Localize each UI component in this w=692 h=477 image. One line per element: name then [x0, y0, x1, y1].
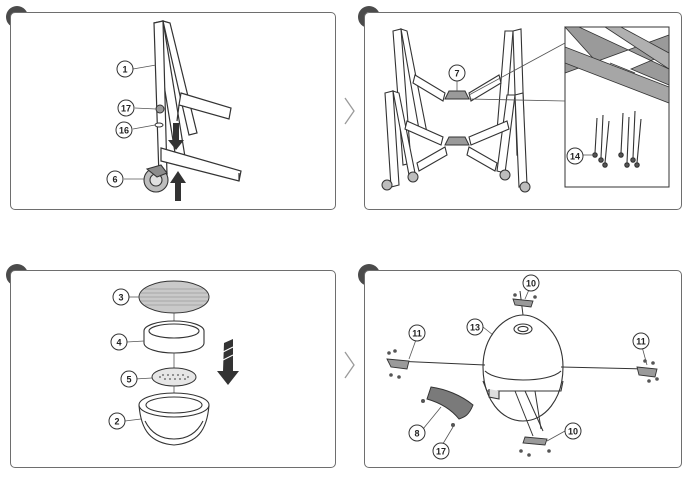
fire-ring	[143, 320, 205, 354]
leg-frame	[153, 20, 242, 182]
callout-17: 17	[117, 99, 135, 117]
svg-text:6: 6	[112, 175, 117, 185]
grill-hardware-drawing: 10 13 11 11 8 17 10	[386, 274, 659, 460]
callout-11-right: 11	[632, 332, 650, 350]
stand-leg-drawing: 1 17 16 6	[106, 20, 242, 201]
svg-text:11: 11	[636, 337, 646, 347]
svg-text:11: 11	[412, 329, 422, 339]
handle	[426, 386, 474, 420]
stand-frames	[384, 28, 528, 188]
svg-text:4: 4	[116, 338, 121, 348]
svg-text:3: 3	[118, 293, 123, 303]
step-1-panel: 1 17 16 6	[10, 12, 336, 210]
svg-text:8: 8	[414, 429, 419, 439]
chevron-right-icon	[344, 351, 355, 379]
hinge-brackets	[386, 298, 658, 446]
arrow-up-icon	[170, 171, 186, 201]
charcoal-grate	[151, 367, 197, 387]
svg-text:16: 16	[119, 126, 129, 136]
bracket-detail-inset	[468, 26, 670, 188]
firebox	[138, 392, 210, 446]
step-3-panel: 3 4 5 2	[10, 270, 336, 468]
callout-3: 3	[112, 288, 130, 306]
bolts	[592, 110, 642, 168]
step-2-panel: 7 14	[364, 12, 682, 210]
callout-4: 4	[110, 333, 128, 351]
caster-wheel	[143, 164, 169, 193]
svg-text:10: 10	[526, 279, 536, 289]
callout-14: 14	[566, 147, 584, 165]
stand-assembly-drawing: 7 14	[381, 26, 670, 193]
callout-13: 13	[466, 318, 484, 336]
svg-text:13: 13	[470, 323, 480, 333]
arrow-down-icon	[168, 123, 184, 150]
svg-text:17: 17	[436, 447, 446, 457]
callout-6: 6	[106, 170, 124, 188]
svg-text:14: 14	[570, 152, 580, 162]
svg-text:5: 5	[126, 375, 131, 385]
callout-5: 5	[120, 370, 138, 388]
grill-dome	[482, 314, 564, 422]
callout-11-left: 11	[408, 324, 426, 342]
firebox-stack-drawing: 3 4 5 2	[108, 280, 239, 446]
svg-text:2: 2	[114, 417, 119, 427]
svg-text:10: 10	[568, 427, 578, 437]
casters	[381, 169, 531, 193]
small-bolts	[387, 293, 659, 457]
callout-16: 16	[115, 121, 133, 139]
callout-2: 2	[108, 412, 126, 430]
chevron-right-icon	[344, 97, 355, 125]
cooking-grate	[138, 280, 210, 314]
arrow-down-icon	[217, 339, 239, 385]
callout-8: 8	[408, 424, 426, 442]
callout-7: 7	[448, 64, 466, 82]
callout-1: 1	[116, 60, 134, 78]
hinge-bands	[394, 290, 646, 437]
svg-text:17: 17	[121, 104, 131, 114]
svg-text:7: 7	[454, 69, 459, 79]
step-4-panel: 10 13 11 11 8 17 10	[364, 270, 682, 468]
svg-text:1: 1	[122, 65, 127, 75]
callout-10-bottom: 10	[564, 422, 582, 440]
center-bracket	[444, 90, 470, 146]
callout-17: 17	[432, 442, 450, 460]
callout-10-top: 10	[522, 274, 540, 292]
